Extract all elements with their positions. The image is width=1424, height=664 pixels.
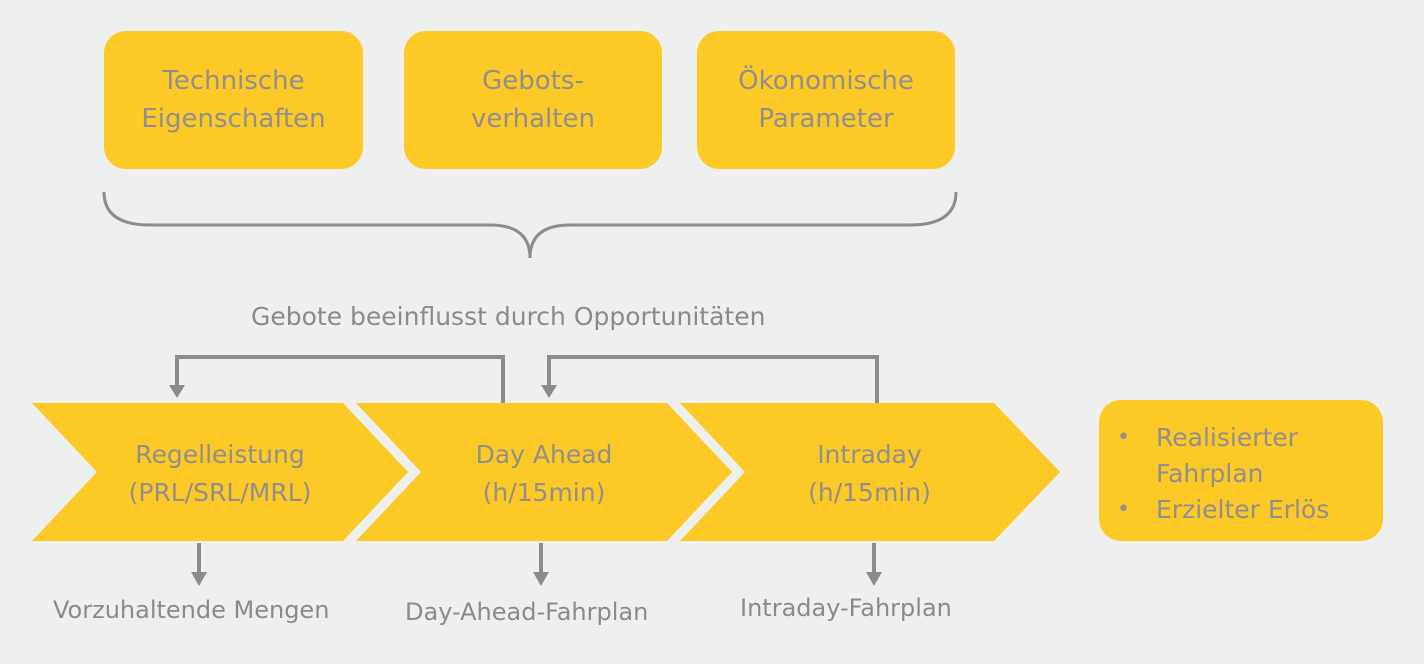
factor-label: Technische	[162, 66, 305, 96]
result-box: • Realisierter Fahrplan • Erzielter Erlö…	[1099, 400, 1383, 541]
market-subtitle: (h/15min)	[808, 478, 931, 507]
output-caption-regelleistung: Vorzuhaltende Mengen	[53, 596, 330, 624]
factor-box-economic: Ökonomische Parameter	[697, 31, 955, 169]
market-label-day-ahead: Day Ahead (h/15min)	[421, 436, 667, 512]
market-label-regelleistung: Regelleistung (PRL/SRL/MRL)	[97, 436, 343, 512]
arrow-head-down	[191, 572, 207, 586]
factor-label: Eigenschaften	[141, 104, 326, 134]
market-name: Day Ahead	[475, 440, 613, 469]
output-caption-intraday: Intraday-Fahrplan	[740, 594, 952, 622]
bullet-icon: •	[1117, 497, 1130, 522]
market-subtitle: (PRL/SRL/MRL)	[128, 478, 312, 507]
feedback-connector-dayahead	[175, 355, 505, 403]
result-item-label: Erzielter Erlös	[1156, 495, 1330, 524]
arrow-head-down	[541, 385, 557, 398]
chevron-day-ahead	[356, 403, 732, 541]
factor-label: Ökonomische	[738, 66, 914, 96]
market-name: Regelleistung	[135, 440, 305, 469]
factor-label: verhalten	[471, 104, 595, 134]
market-subtitle: (h/15min)	[482, 478, 606, 507]
result-item: • Realisierter Fahrplan	[1117, 420, 1383, 492]
factor-box-bidding: Gebots- verhalten	[404, 31, 662, 169]
result-list: • Realisierter Fahrplan • Erzielter Erlö…	[1117, 420, 1383, 528]
arrow-head-down	[866, 572, 882, 586]
output-caption-day-ahead: Day-Ahead-Fahrplan	[405, 598, 649, 626]
factor-label: Parameter	[758, 104, 894, 134]
arrow-head-down	[169, 385, 185, 398]
result-item-label: Realisierter Fahrplan	[1156, 423, 1298, 488]
result-item: • Erzielter Erlös	[1117, 492, 1383, 528]
market-label-intraday: Intraday (h/15min)	[745, 436, 994, 512]
bullet-icon: •	[1117, 425, 1130, 450]
arrow-head-down	[533, 572, 549, 586]
feedback-connector-intraday	[547, 355, 879, 403]
brace-caption: Gebote beeinflusst durch Opportunitäten	[251, 302, 766, 331]
chevron-intraday	[680, 403, 1060, 541]
factor-label: Gebots-	[482, 66, 584, 96]
factor-box-technical: Technische Eigenschaften	[104, 31, 363, 169]
chevron-regelleistung	[32, 403, 408, 541]
grouping-brace	[102, 191, 958, 259]
market-name: Intraday	[817, 440, 922, 469]
